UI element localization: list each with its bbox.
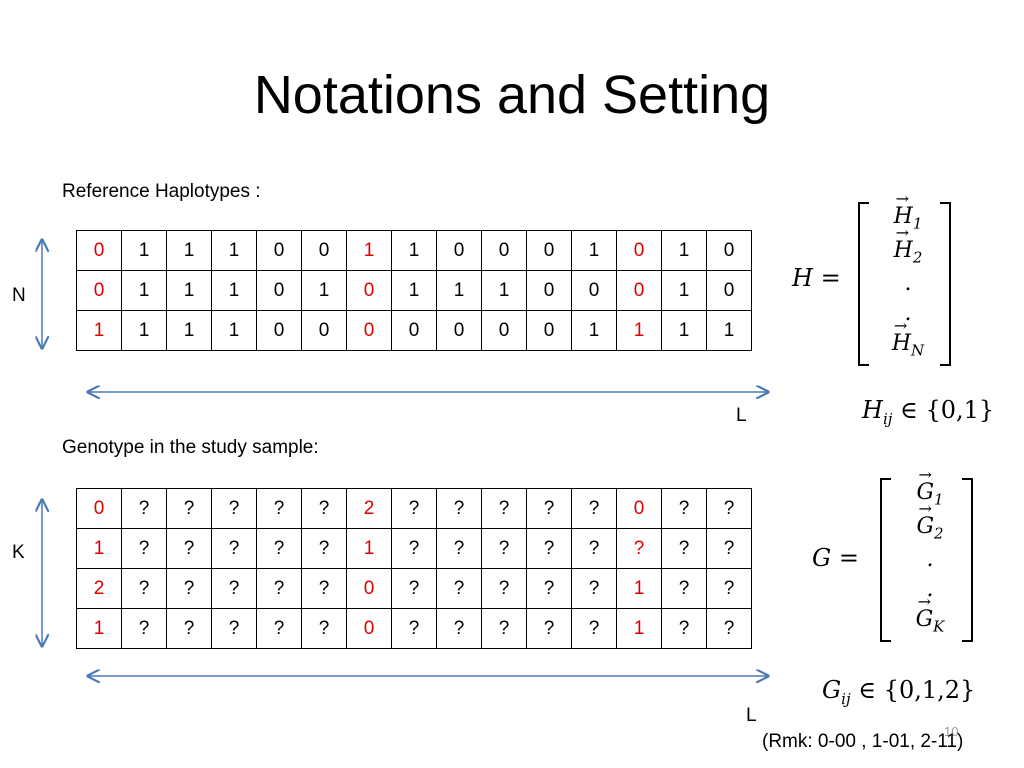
table-cell: 1 xyxy=(211,230,257,271)
table-cell: ? xyxy=(436,608,482,649)
g-row-k: GK xyxy=(916,592,945,636)
table-cell: ? xyxy=(391,528,437,569)
table-cell: ? xyxy=(526,568,572,609)
g-matrix-entries: G1 G2 . . GK xyxy=(894,465,966,638)
table-cell: ? xyxy=(121,568,167,609)
table-cell: ? xyxy=(571,488,617,529)
table-cell: 0 xyxy=(481,310,527,351)
table-cell: ? xyxy=(661,568,707,609)
table-cell: ? xyxy=(211,568,257,609)
table-cell: ? xyxy=(481,528,527,569)
table-cell: 1 xyxy=(661,230,707,271)
h-dot-2: . xyxy=(904,301,912,327)
table-cell: 1 xyxy=(571,310,617,351)
reference-row-dim-label: N xyxy=(12,285,26,306)
table-cell: 1 xyxy=(76,310,122,351)
reference-col-dim-label: L xyxy=(736,405,747,426)
g-dot-2: . xyxy=(926,577,934,603)
g-matrix-left-bracket xyxy=(880,478,891,642)
table-cell: 0 xyxy=(436,310,482,351)
table-cell: 0 xyxy=(526,270,572,311)
page-number: 10 xyxy=(944,724,959,739)
h-element-domain: Hij ∈ {0,1} xyxy=(862,396,995,428)
table-cell: 0 xyxy=(616,488,662,529)
table-cell: ? xyxy=(706,528,752,569)
table-cell: 1 xyxy=(211,310,257,351)
table-cell: ? xyxy=(526,608,572,649)
table-cell: 1 xyxy=(121,270,167,311)
table-cell: ? xyxy=(571,608,617,649)
slide-title: Notations and Setting xyxy=(253,65,771,125)
reference-label: Reference Haplotypes : xyxy=(62,181,261,202)
table-cell: 1 xyxy=(706,310,752,351)
h-matrix-entries: H1 H2 . . HN xyxy=(872,189,944,362)
g-matrix-lhs: G = xyxy=(812,544,859,572)
h-matrix-left-bracket xyxy=(858,202,869,366)
table-cell: ? xyxy=(436,528,482,569)
table-cell: ? xyxy=(661,608,707,649)
table-cell: ? xyxy=(391,488,437,529)
table-cell: ? xyxy=(526,488,572,529)
table-cell: 1 xyxy=(301,270,347,311)
table-cell: 0 xyxy=(436,230,482,271)
table-cell: ? xyxy=(121,608,167,649)
genotype-table: 0?????2?????0??1?????1????????2?????0???… xyxy=(76,488,752,649)
table-cell: ? xyxy=(706,608,752,649)
h-row-n: HN xyxy=(892,316,924,360)
table-cell: ? xyxy=(211,488,257,529)
table-cell: 0 xyxy=(256,230,302,271)
h-row-2: H2 xyxy=(894,223,923,267)
h-dot-1: . xyxy=(904,271,912,297)
table-cell: 1 xyxy=(661,270,707,311)
table-cell: 1 xyxy=(166,270,212,311)
g-matrix-right-bracket xyxy=(962,478,973,642)
table-cell: ? xyxy=(481,608,527,649)
table-cell: 0 xyxy=(256,310,302,351)
genotype-code-remark: (Rmk: 0-00 , 1-01, 2-11) xyxy=(762,731,964,752)
table-cell: ? xyxy=(211,528,257,569)
table-cell: ? xyxy=(571,528,617,569)
table-cell: 0 xyxy=(526,310,572,351)
table-cell: 1 xyxy=(211,270,257,311)
table-cell: 1 xyxy=(76,608,122,649)
table-cell: 0 xyxy=(76,488,122,529)
table-cell: 0 xyxy=(76,270,122,311)
genotype-row-dim-label: K xyxy=(12,542,25,563)
table-cell: ? xyxy=(256,608,302,649)
genotype-col-dim-label: L xyxy=(746,705,757,726)
table-row: 1?????1???????? xyxy=(76,528,752,569)
table-row: 1?????0?????1?? xyxy=(76,608,752,649)
table-cell: ? xyxy=(706,488,752,529)
table-cell: ? xyxy=(166,528,212,569)
table-cell: 0 xyxy=(706,230,752,271)
g-dot-1: . xyxy=(926,547,934,573)
table-cell: ? xyxy=(166,608,212,649)
genotype-label: Genotype in the study sample: xyxy=(62,437,319,458)
table-cell: 0 xyxy=(256,270,302,311)
table-cell: 1 xyxy=(571,230,617,271)
table-cell: 1 xyxy=(121,310,167,351)
table-cell: ? xyxy=(616,528,662,569)
h-matrix-right-bracket xyxy=(940,202,951,366)
g-element-domain: Gij ∈ {0,1,2} xyxy=(822,676,976,708)
table-cell: 0 xyxy=(346,608,392,649)
table-cell: 1 xyxy=(661,310,707,351)
table-cell: ? xyxy=(121,528,167,569)
table-cell: 1 xyxy=(616,568,662,609)
table-cell: ? xyxy=(706,568,752,609)
table-cell: ? xyxy=(256,488,302,529)
g-row-2: G2 xyxy=(916,499,943,543)
h-matrix-lhs: H = xyxy=(792,264,841,292)
table-row: 2?????0?????1?? xyxy=(76,568,752,609)
table-cell: 1 xyxy=(616,310,662,351)
